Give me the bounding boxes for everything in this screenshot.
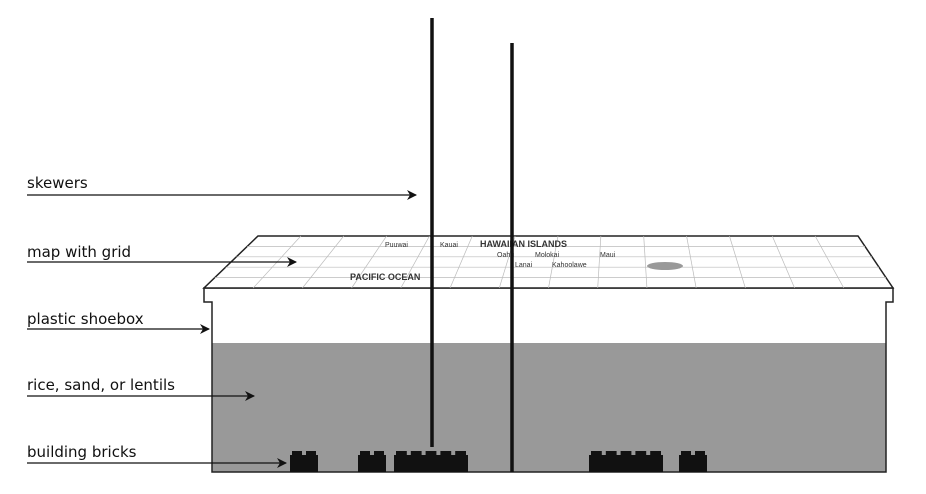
brick-stud [681,451,691,456]
brick-stud [605,451,617,456]
map-island-label: Oahu [497,252,514,259]
label-shoebox: plastic shoebox [27,310,144,328]
brick [589,455,663,472]
label-skewers: skewers [27,174,88,192]
brick-stud [292,451,302,456]
map-island-label: Kauai [440,242,458,249]
grid-line [686,235,697,289]
map-island-label: Kahoolawe [552,262,587,269]
map-island-label: Maui [600,252,616,259]
brick-stud [360,451,370,456]
grid-line [351,235,387,289]
label-map: map with grid [27,243,131,261]
grid-line [548,235,559,289]
grid-line [302,235,344,289]
brick [290,455,318,472]
grid-line [400,235,430,289]
brick-stud [425,451,437,456]
label-bricks: building bricks [27,443,137,461]
brick [679,455,707,472]
brick-stud [396,451,407,456]
map-island-label: Molokai [535,252,560,259]
grid-line [814,235,845,289]
brick [394,455,468,472]
map-island-label: Lanai [515,262,533,269]
grid-line [597,235,602,289]
hawaii-island [647,262,683,270]
brick-stud [650,451,661,456]
brick-stud [410,451,422,456]
brick [358,455,386,472]
map-ocean-label: PACIFIC OCEAN [350,272,420,282]
brick-stud [620,451,632,456]
brick-stud [635,451,647,456]
label-fill: rice, sand, or lentils [27,376,175,394]
map-title: HAWAIIAN ISLANDS [480,239,567,249]
map-with-grid: HAWAIIAN ISLANDS PACIFIC OCEAN Puuwai Ka… [202,235,895,289]
rice-sand-fill [212,343,886,472]
brick-stud [440,451,452,456]
brick-stud [306,451,316,456]
map-island-label: Puuwai [385,242,408,249]
grid-line [771,235,795,289]
brick-stud [591,451,602,456]
brick-stud [374,451,384,456]
brick-stud [455,451,466,456]
grid-line [449,235,473,289]
grid-line [729,235,746,289]
brick-stud [695,451,705,456]
grid-line [643,235,648,289]
building-bricks [290,451,707,472]
